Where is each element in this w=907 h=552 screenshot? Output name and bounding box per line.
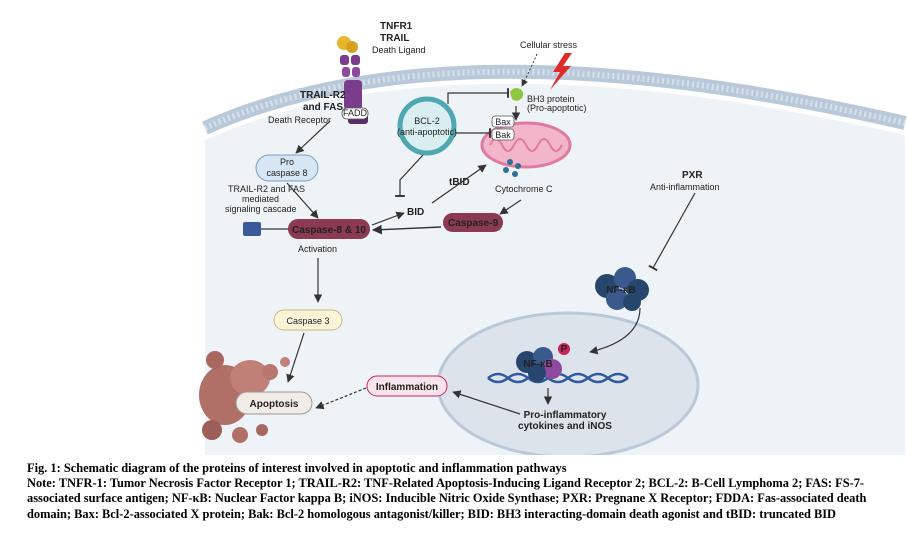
activation-label: Activation [298, 244, 337, 254]
caspase-8-10-connector-icon [243, 222, 261, 236]
trail-r2-fas-label-1: TRAIL-R2 [300, 90, 346, 101]
bcl2-label-2: (anti-apoptotic) [397, 127, 457, 137]
bak-label: Bak [495, 130, 511, 140]
caspase-8-10-label: Caspase-8 & 10 [292, 225, 366, 236]
bax-box [491, 115, 515, 128]
death-receptor-label: Death Receptor [268, 115, 331, 125]
nfkb-nuclear-icon [516, 347, 562, 382]
phospho-icon [558, 343, 570, 355]
figure-caption: Fig. 1: Schematic diagram of the protein… [27, 461, 887, 522]
caption-title: Fig. 1: Schematic diagram of the protein… [27, 461, 567, 475]
bax-label: Bax [495, 117, 511, 127]
death-ligand-receptor-icon [337, 36, 368, 124]
lightning-icon [550, 53, 572, 90]
cellular-stress-label: Cellular stress [520, 40, 578, 50]
cascade-label-2: mediated [242, 194, 279, 204]
tnfr1-label: TNFR1 [380, 21, 413, 32]
bid-label: BID [407, 207, 424, 218]
caption-note: Note: TNFR-1: Tumor Necrosis Factor Rece… [27, 476, 867, 521]
nucleus [436, 311, 700, 455]
pro-caspase8-box [255, 154, 319, 182]
nfkb-nuclear-label: NF-κB [523, 359, 552, 370]
cell-cytoplasm [205, 83, 905, 455]
trail-r2-fas-label-2: and FAS [303, 102, 343, 113]
pro-caspase8-label-2: caspase 8 [266, 168, 307, 178]
anti-inflammation-label: Anti-inflammation [650, 182, 720, 192]
nfkb-label: NF-κB [606, 285, 635, 296]
cell-membrane [202, 64, 907, 135]
bak-box [491, 128, 515, 141]
caspase9-label: Caspase-9 [448, 218, 498, 229]
inflammation-box [366, 375, 448, 397]
caspase3-label: Caspase 3 [286, 316, 329, 326]
tbid-label: tBID [449, 177, 470, 188]
phospho-label: P [561, 344, 568, 355]
cytokines-label-1: Pro-inflammatory [524, 410, 607, 421]
cytochrome-c-icon [503, 159, 521, 177]
nfkb-cytoplasm-icon [595, 267, 649, 311]
caspase-8-10-box [288, 219, 370, 239]
trail-label: TRAIL [380, 33, 409, 44]
apoptosis-label: Apoptosis [250, 399, 299, 410]
death-ligand-label: Death Ligand [372, 45, 426, 55]
inflammation-label: Inflammation [376, 382, 438, 393]
cytokines-label-2: cytokines and iNOS [518, 421, 612, 432]
pxr-label: PXR [682, 170, 703, 181]
bcl2-circle [397, 96, 457, 156]
bcl2-label-1: BCL-2 [414, 116, 440, 126]
apoptosis-inflammation-diagram: FADD TNFR1 TRAIL Death Ligand TRAIL-R2 a… [199, 21, 907, 455]
bh3-label-1: BH3 protein [527, 94, 575, 104]
cytochrome-c-label: Cytochrome C [495, 184, 553, 194]
cascade-label-1: TRAIL-R2 and FAS [228, 184, 305, 194]
fadd-badge [341, 107, 369, 120]
fadd-label: FADD [343, 108, 368, 118]
bh3-protein-icon [510, 88, 524, 101]
bh3-label-2: (Pro-apoptotic) [527, 103, 587, 113]
cascade-label-3: signaling cascade [225, 204, 297, 214]
apoptosis-box [235, 391, 313, 415]
caspase3-box [273, 309, 343, 331]
pro-caspase8-label-1: Pro [280, 157, 294, 167]
caspase9-box [443, 213, 503, 232]
